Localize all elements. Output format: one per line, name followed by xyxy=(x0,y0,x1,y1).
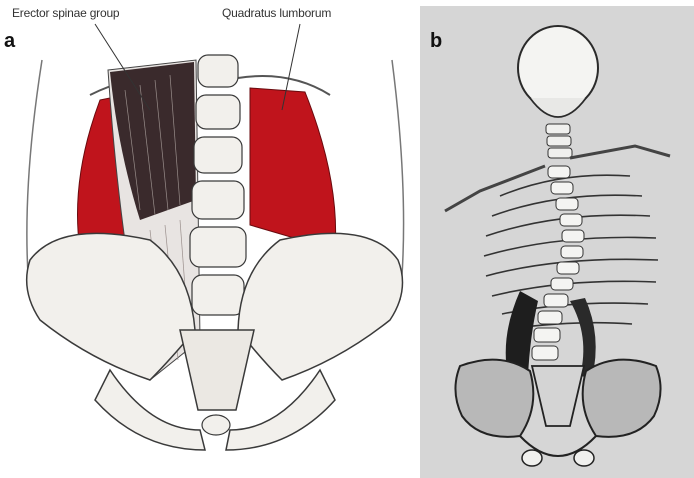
cervical-spine xyxy=(546,124,572,158)
quadratus-lumborum-right xyxy=(250,88,336,250)
panel-b-illustration xyxy=(420,6,694,478)
hip-joint-left xyxy=(522,450,542,466)
erector-spinae-label: Erector spinae group xyxy=(12,6,119,20)
scoliotic-spine xyxy=(532,166,584,360)
panel-b-scoliosis-sketch: b xyxy=(420,6,694,478)
quadratus-lumborum-label: Quadratus lumborum xyxy=(222,6,331,20)
panel-a-lumbar-anatomy: Erector spinae group Quadratus lumborum … xyxy=(0,0,414,478)
pelvis-left xyxy=(455,360,533,437)
skull xyxy=(518,26,598,110)
jaw xyxy=(530,98,586,117)
panel-b-letter: b xyxy=(430,30,442,53)
sacrum xyxy=(532,366,584,426)
vertebral-column xyxy=(190,55,246,315)
coccyx xyxy=(202,415,230,435)
panel-a-illustration xyxy=(0,0,414,478)
pelvis-right xyxy=(583,360,661,437)
clavicle-right xyxy=(570,146,670,158)
pubic-region-left xyxy=(95,370,205,450)
panel-a-letter: a xyxy=(4,30,15,53)
sacrum xyxy=(180,330,254,410)
hip-joint-right xyxy=(574,450,594,466)
pelvis-right-ilium xyxy=(238,233,403,380)
